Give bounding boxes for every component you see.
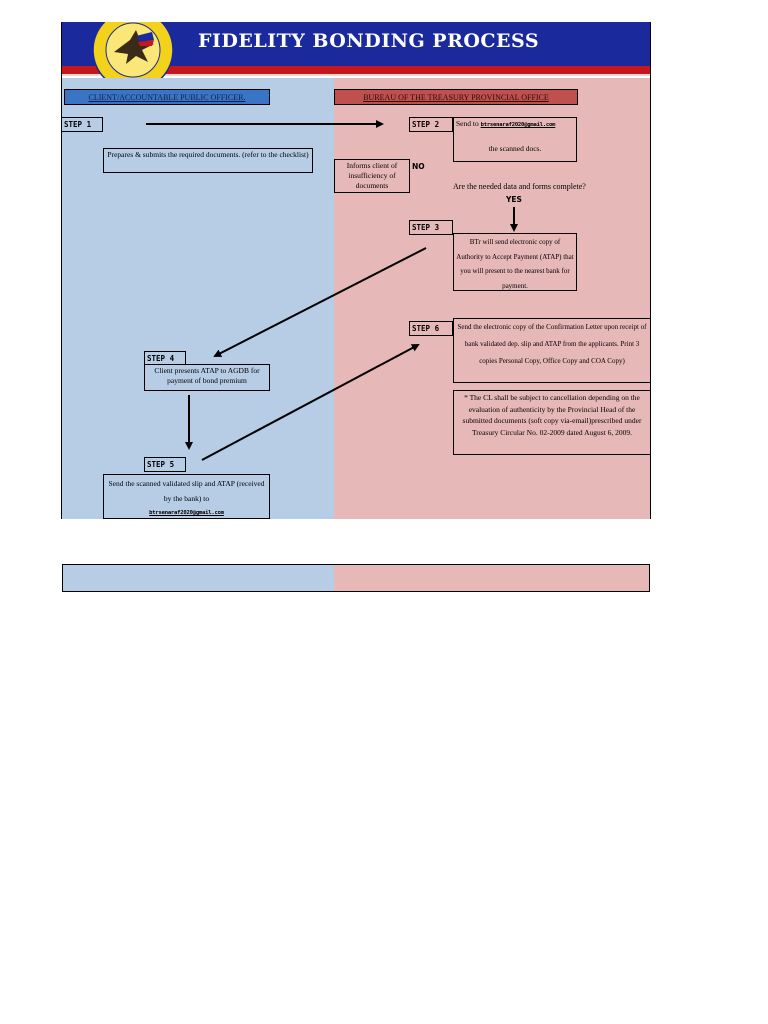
completeness-question: Are the needed data and forms complete? xyxy=(453,182,586,191)
bureau-column-header: BUREAU OF THE TREASURY PROVINCIAL OFFICE xyxy=(334,89,578,105)
client-column-header: CLIENT/ACCOUNTABLE PUBLIC OFFICER. xyxy=(64,89,270,105)
no-label: NO xyxy=(412,162,425,171)
step-6-box: Send the electronic copy of the Confirma… xyxy=(453,318,651,383)
step-5-email: btrsenaraf2020@gmail.com xyxy=(149,510,224,516)
step-6-label: STEP 6 xyxy=(409,321,453,336)
step-2-label: STEP 2 xyxy=(409,117,453,132)
scanned-docs-label: the scanned docs. xyxy=(488,144,542,153)
bureau-seal-logo xyxy=(92,9,174,91)
prepares-documents-box: Prepares & submits the required document… xyxy=(103,148,313,173)
step-4-box: Client presents ATAP to AGDB for payment… xyxy=(144,364,270,391)
send-to-label: Send to xyxy=(456,119,479,128)
step-5-label: STEP 5 xyxy=(144,457,186,472)
arrow-step5-to-step6 xyxy=(201,344,420,461)
email-address: btrsenaraf2020@gmail.com xyxy=(480,122,556,128)
step-3-label: STEP 3 xyxy=(409,220,453,235)
right-border xyxy=(650,22,651,519)
cancellation-note-box: * The CL shall be subject to cancellatio… xyxy=(453,390,651,455)
arrow-step3-to-step4 xyxy=(213,247,427,357)
client-lane-footer xyxy=(62,564,334,592)
page-title: FIDELITY BONDING PROCESS xyxy=(198,30,540,52)
step-5-text: Send the scanned validated slip and ATAP… xyxy=(108,479,265,503)
left-border xyxy=(61,22,62,519)
step-3-box: BTr will send electronic copy of Authori… xyxy=(453,233,577,291)
bureau-lane-footer xyxy=(334,564,650,592)
step-1-label: STEP 1 xyxy=(61,117,103,132)
informs-client-box: Informs client of insufficiency of docum… xyxy=(334,159,410,193)
step-5-box: Send the scanned validated slip and ATAP… xyxy=(103,474,270,519)
step-2-box: Send to btrsenaraf2020@gmail.com the sca… xyxy=(453,117,577,162)
banner-red-stripe xyxy=(62,66,650,76)
yes-label: YES xyxy=(506,195,522,204)
